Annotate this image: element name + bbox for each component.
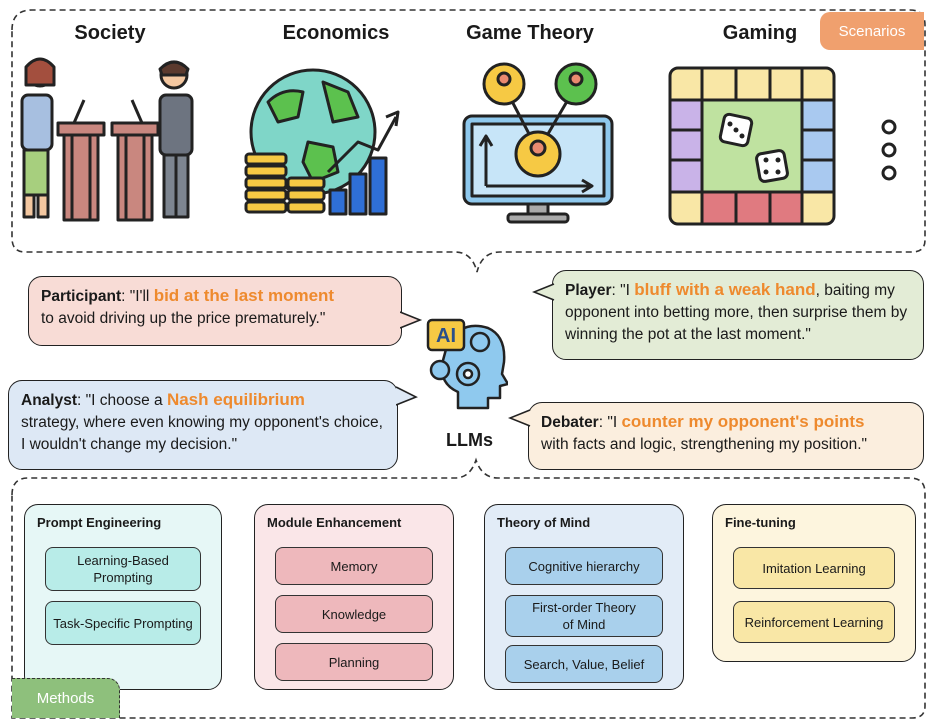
debater-bubble-tail [508, 409, 531, 427]
theory-of-mind-title: Theory of Mind [497, 515, 591, 530]
planning-pill: Planning [275, 643, 433, 681]
scenario-title-gaming: Gaming [722, 22, 798, 44]
analyst-pre: : "I choose a [77, 392, 167, 409]
cognitive-hierarchy-pill: Cognitive hierarchy [505, 547, 663, 585]
debater-post: with facts and logic, strengthening my p… [541, 436, 868, 453]
participant-highlight: bid at the last moment [153, 286, 335, 305]
reinforcement-learning-pill: Reinforcement Learning [733, 601, 895, 643]
theory-of-mind-box: Theory of Mind Cognitive hierarchy First… [484, 504, 684, 690]
scenario-title-game-theory: Game Theory [466, 22, 594, 44]
task-specific-prompting-pill: Task-Specific Prompting [45, 601, 201, 645]
monitor-network-icon [462, 62, 614, 224]
module-enhancement-title: Module Enhancement [267, 515, 402, 530]
llm-head-icon: AI [426, 318, 508, 410]
player-role: Player [565, 282, 612, 299]
analyst-post: strategy, where even knowing my opponent… [21, 414, 383, 453]
player-highlight: bluff with a weak hand [634, 280, 816, 299]
participant-bubble-tail [400, 311, 423, 329]
player-pre: : "I [611, 282, 635, 299]
participant-bubble: Participant: "I'll bid at the last momen… [28, 276, 402, 346]
analyst-role: Analyst [21, 392, 77, 409]
globe-coins-chart-icon [244, 68, 400, 216]
scenario-title-society: Society [74, 22, 146, 44]
debater-highlight: counter my opponent's points [621, 412, 865, 431]
debate-podium-icon [20, 57, 194, 222]
fine-tuning-box: Fine-tuning Imitation Learning Reinforce… [712, 504, 916, 662]
imitation-learning-pill: Imitation Learning [733, 547, 895, 589]
methods-tag: Methods [12, 678, 120, 718]
analyst-bubble-tail [396, 386, 418, 406]
llms-label: LLMs [446, 430, 493, 450]
debater-role: Debater [541, 414, 599, 431]
board-game-icon [668, 66, 836, 226]
debater-bubble: Debater: "I counter my opponent's points… [528, 402, 924, 470]
knowledge-pill: Knowledge [275, 595, 433, 633]
fine-tuning-title: Fine-tuning [725, 515, 796, 530]
learning-based-prompting-pill: Learning-Based Prompting [45, 547, 201, 591]
first-order-tom-pill: First-order Theory of Mind [505, 595, 663, 637]
memory-pill: Memory [275, 547, 433, 585]
more-scenarios-icon [881, 119, 897, 181]
ai-text: AI [436, 325, 456, 347]
prompt-engineering-title: Prompt Engineering [37, 515, 162, 530]
player-bubble: Player: "I bluff with a weak hand, baiti… [552, 270, 924, 360]
player-bubble-tail [532, 283, 555, 301]
analyst-bubble: Analyst: "I choose a Nash equilibrium str… [8, 380, 398, 470]
player-post: , baiting my opponent into betting more,… [565, 282, 908, 343]
participant-pre: : "I'll [121, 288, 154, 305]
scenario-title-economics: Economics [282, 22, 390, 44]
participant-post: to avoid driving up the price prematurel… [41, 310, 326, 327]
prompt-engineering-box: Prompt Engineering Learning-Based Prompt… [24, 504, 222, 690]
debater-pre: : "I [598, 414, 622, 431]
search-value-belief-pill: Search, Value, Belief [505, 645, 663, 683]
module-enhancement-box: Module Enhancement Memory Knowledge Plan… [254, 504, 454, 690]
scenarios-tag: Scenarios [820, 12, 924, 50]
analyst-highlight: Nash equilibrium [166, 390, 305, 409]
participant-role: Participant [41, 288, 122, 305]
